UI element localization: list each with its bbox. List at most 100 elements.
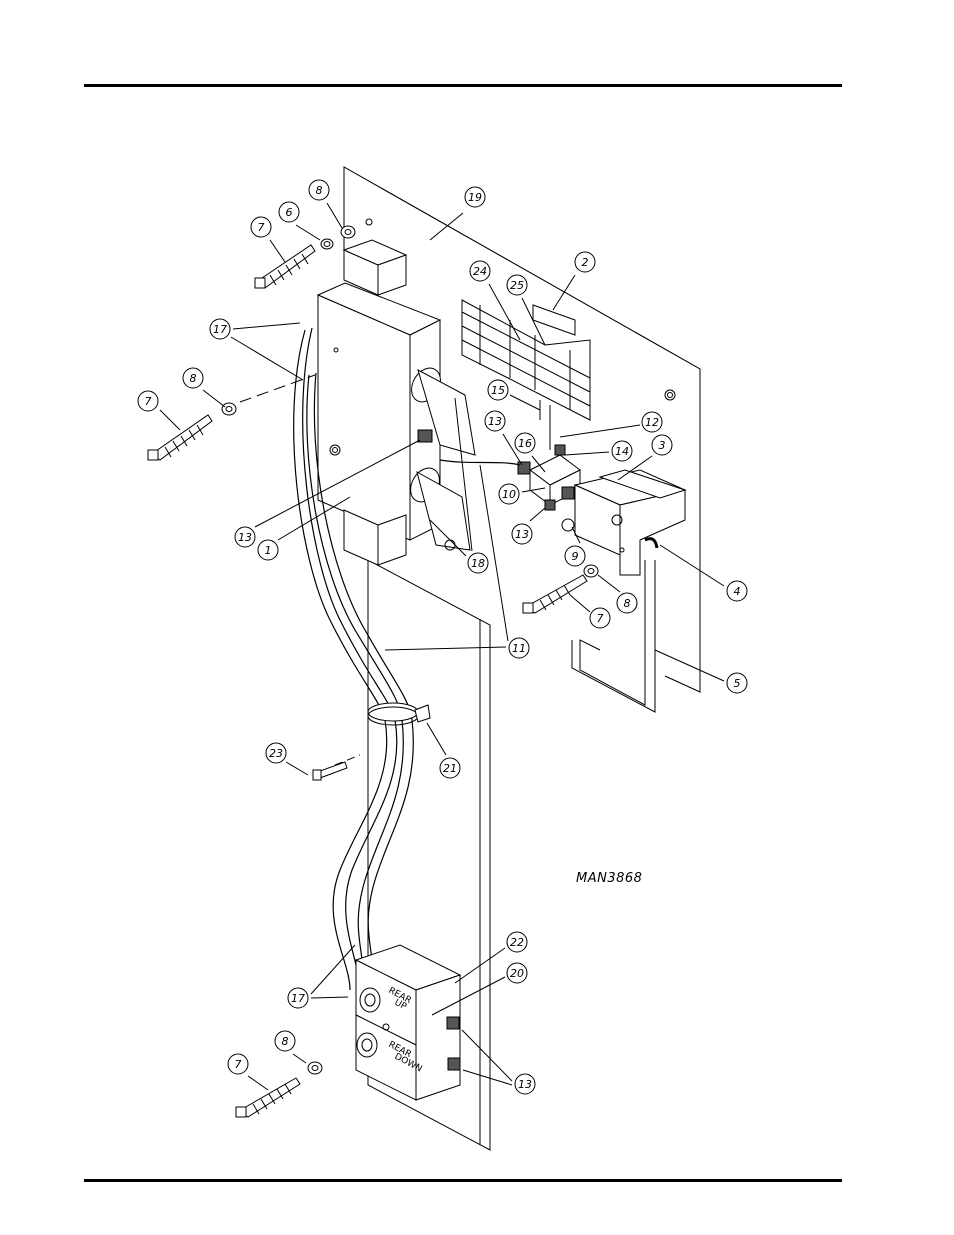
callout-leader-line bbox=[617, 455, 653, 481]
callout-1: 1 bbox=[257, 539, 279, 561]
callout-leader-line bbox=[326, 202, 343, 229]
callout-number: 1 bbox=[265, 544, 272, 557]
callout-balloon bbox=[726, 672, 748, 694]
callout-leader-line bbox=[429, 519, 467, 557]
callout-number: 10 bbox=[502, 488, 516, 501]
callout-leader-line bbox=[564, 451, 610, 456]
callout-balloon bbox=[227, 1053, 249, 1075]
tee-fitting-manifold bbox=[517, 444, 581, 511]
callout-24: 24 bbox=[469, 260, 491, 282]
callout-number: 6 bbox=[286, 206, 293, 219]
u-tube bbox=[571, 560, 656, 713]
callout-number: 7 bbox=[235, 1058, 242, 1071]
callout-balloon bbox=[487, 379, 509, 401]
callout-leader-line bbox=[569, 594, 591, 613]
callout-8: 8 bbox=[274, 1030, 296, 1052]
callout-2: 2 bbox=[574, 251, 596, 273]
callout-balloon bbox=[257, 539, 279, 561]
callout-number: 15 bbox=[491, 384, 505, 397]
callout-leader-line bbox=[597, 574, 621, 593]
callout-13: 13 bbox=[511, 523, 533, 545]
callout-leader-line bbox=[502, 433, 523, 466]
callout-number: 13 bbox=[488, 415, 502, 428]
callout-leader-line bbox=[559, 424, 641, 438]
callout-leader-line bbox=[461, 1029, 513, 1082]
callout-25: 25 bbox=[506, 274, 528, 296]
callout-balloon bbox=[209, 318, 231, 340]
callout-13: 13 bbox=[484, 410, 506, 432]
callout-balloon bbox=[726, 580, 748, 602]
callout-leader-line bbox=[292, 1053, 307, 1064]
callout-leader-line bbox=[247, 1075, 269, 1091]
callout-leader-line bbox=[426, 722, 447, 756]
callout-number: 12 bbox=[645, 416, 659, 429]
callout-number: 5 bbox=[734, 677, 741, 690]
callout-balloon bbox=[508, 637, 530, 659]
callout-number: 8 bbox=[282, 1035, 289, 1048]
callout-9: 9 bbox=[564, 545, 586, 567]
callout-balloon bbox=[641, 411, 663, 433]
callout-5: 5 bbox=[726, 672, 748, 694]
callout-leader-line bbox=[310, 944, 356, 995]
callout-balloon bbox=[498, 483, 520, 505]
callout-number: 4 bbox=[734, 585, 741, 598]
callout-number: 17 bbox=[291, 992, 305, 1005]
callout-number: 24 bbox=[473, 265, 487, 278]
callout-number: 22 bbox=[510, 936, 524, 949]
bottom-rule bbox=[84, 1179, 842, 1182]
callout-number: 23 bbox=[269, 747, 283, 760]
callout-leader-line bbox=[552, 274, 576, 311]
callout-8: 8 bbox=[308, 179, 330, 201]
callout-leader-line bbox=[310, 996, 349, 999]
callout-leader-line bbox=[277, 496, 351, 541]
callout-balloon bbox=[514, 432, 536, 454]
callout-number: 9 bbox=[572, 550, 579, 563]
top-rule bbox=[84, 84, 842, 87]
callout-number: 14 bbox=[615, 445, 629, 458]
callout-balloon bbox=[514, 1073, 536, 1095]
callout-balloon bbox=[651, 434, 673, 456]
callout-leader-line bbox=[462, 1069, 513, 1086]
callout-number: 16 bbox=[518, 437, 532, 450]
callout-7: 7 bbox=[137, 390, 159, 412]
callout-leader-line bbox=[454, 947, 506, 984]
callout-leader-line bbox=[659, 544, 725, 587]
callout-3: 3 bbox=[651, 434, 673, 456]
callout-number: 19 bbox=[468, 191, 482, 204]
callout-leader-line bbox=[529, 507, 546, 522]
callout-12: 12 bbox=[641, 411, 663, 433]
callout-balloon bbox=[506, 931, 528, 953]
callout-balloon bbox=[611, 440, 633, 462]
callout-number: 13 bbox=[515, 528, 529, 541]
callout-balloon bbox=[506, 274, 528, 296]
callout-leader-line bbox=[429, 212, 464, 241]
callout-balloon bbox=[250, 216, 272, 238]
callout-number: 7 bbox=[597, 612, 604, 625]
callout-leader-line bbox=[384, 646, 507, 651]
callout-10: 10 bbox=[498, 483, 520, 505]
solenoid-valve-assembly bbox=[316, 239, 476, 566]
callout-number: 7 bbox=[145, 395, 152, 408]
callout-leader-line bbox=[431, 976, 506, 1016]
callout-number: 20 bbox=[510, 967, 524, 980]
callout-number: 7 bbox=[258, 221, 265, 234]
mounting-plate bbox=[343, 166, 701, 693]
plate-nut bbox=[664, 389, 676, 401]
callout-lines bbox=[159, 202, 725, 1091]
plate-hole bbox=[365, 218, 373, 226]
callout-8: 8 bbox=[182, 367, 204, 389]
fitting bbox=[417, 429, 433, 443]
callout-number: 3 bbox=[659, 439, 666, 452]
callout-leader-line bbox=[232, 322, 301, 330]
callout-22: 22 bbox=[506, 931, 528, 953]
callout-20: 20 bbox=[506, 962, 528, 984]
callout-balloon bbox=[469, 260, 491, 282]
callout-leader-line bbox=[230, 336, 304, 381]
callout-balloon bbox=[182, 367, 204, 389]
callout-leader-line bbox=[454, 397, 473, 552]
callout-leader-line bbox=[269, 239, 286, 263]
